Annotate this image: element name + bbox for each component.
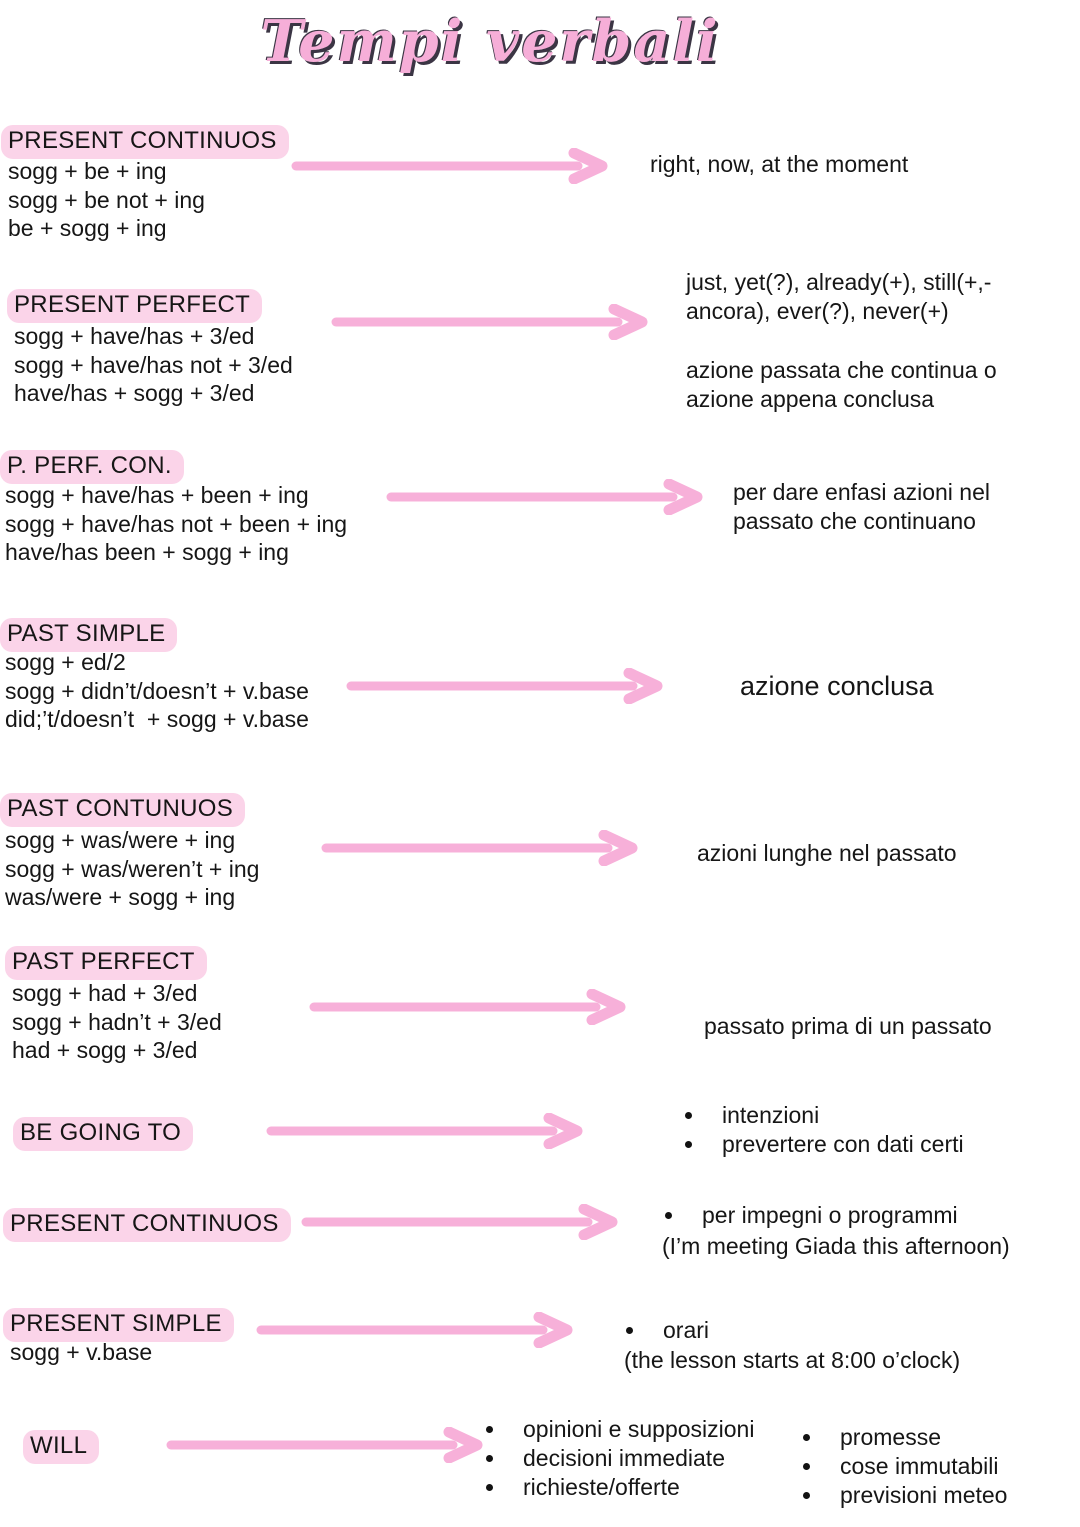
form-line: sogg + ed/2	[5, 649, 126, 675]
usage-text: per dare enfasi azioni nel passato che c…	[733, 478, 990, 536]
bullet-icon	[486, 1455, 493, 1462]
bullet-icon	[685, 1141, 692, 1148]
section-heading-will: WILL	[23, 1430, 100, 1464]
usage-line: azione appena conclusa	[686, 386, 935, 412]
form-line: sogg + have/has + been + ing	[5, 482, 309, 508]
bullet-item: opinioni e supposizioni	[486, 1416, 754, 1443]
section-heading-past-simple: PAST SIMPLE	[0, 618, 178, 652]
bullet-icon	[486, 1426, 493, 1433]
usage-text: azione passata che continua o azione app…	[686, 356, 997, 414]
form-line: be + sogg + ing	[8, 215, 167, 241]
bullet-icon	[626, 1327, 633, 1334]
form-line: sogg + was/were + ing	[5, 827, 236, 853]
section-heading-be-going-to: BE GOING TO	[13, 1117, 194, 1151]
section-heading-present-perfect: PRESENT PERFECT	[7, 289, 263, 323]
form-line: had + sogg + 3/ed	[12, 1037, 198, 1063]
bullet-icon	[803, 1434, 810, 1441]
form-line: was/were + sogg + ing	[5, 884, 236, 910]
form-line: sogg + was/weren’t + ing	[5, 855, 260, 882]
usage-line: azioni lunghe nel passato	[697, 840, 957, 866]
form-line: have/has been + sogg + ing	[5, 539, 289, 565]
bullet-text: prevertere con dati certi	[722, 1131, 964, 1157]
bullet-text: per impegni o programmi	[702, 1202, 958, 1228]
arrow-icon	[266, 1113, 583, 1149]
form-line: did;’t/doesn’t + sogg + v.base	[5, 706, 309, 732]
bullet-icon	[803, 1463, 810, 1470]
bullet-text: intenzioni	[722, 1102, 820, 1128]
bullet-icon	[685, 1112, 692, 1119]
bullet-item: promesse	[803, 1424, 941, 1451]
usage-text: azione conclusa	[740, 672, 934, 701]
bullet-item: per impegni o programmi	[665, 1202, 958, 1229]
form-lines: sogg + have/has + been + ing sogg + have…	[5, 481, 347, 567]
bullet-icon	[803, 1492, 810, 1499]
adverbs-line: just, yet(?), already(+), still(+,-	[686, 269, 992, 295]
bullet-item: orari	[626, 1317, 709, 1344]
arrow-icon	[256, 1312, 573, 1348]
arrow-icon	[321, 830, 638, 866]
arrow-icon	[346, 668, 663, 704]
form-line: have/has + sogg + 3/ed	[14, 380, 255, 406]
bullet-text: opinioni e supposizioni	[523, 1416, 755, 1442]
section-heading-present-continuos-future: PRESENT CONTINUOS	[3, 1208, 291, 1242]
section-heading-past-continuous: PAST CONTUNUOS	[0, 793, 246, 827]
section-heading-past-perfect: PAST PERFECT	[5, 946, 207, 980]
page-title: Tempi verbali	[260, 8, 720, 75]
adverbs-text: just, yet(?), already(+), still(+,- anco…	[686, 268, 991, 326]
section-heading-present-continuos: PRESENT CONTINUOS	[1, 125, 289, 159]
form-lines: sogg + be + ing sogg + be not + ing be +…	[8, 157, 205, 243]
form-line: sogg + have/has not + 3/ed	[14, 351, 293, 378]
usage-line: azione passata che continua o	[686, 357, 997, 383]
usage-text: passato prima di un passato	[704, 1012, 992, 1041]
form-lines: sogg + ed/2 sogg + didn’t/doesn’t + v.ba…	[5, 648, 309, 734]
example-text: (I’m meeting Giada this afternoon)	[662, 1233, 1010, 1259]
arrow-icon	[309, 989, 626, 1025]
form-lines: sogg + had + 3/ed sogg + hadn’t + 3/ed h…	[12, 979, 222, 1065]
bullet-text: previsioni meteo	[840, 1482, 1008, 1508]
bullet-item: prevertere con dati certi	[685, 1131, 964, 1158]
usage-text: azioni lunghe nel passato	[697, 839, 957, 868]
section-heading-past-perfect-continuous: P. PERF. CON.	[0, 450, 184, 484]
bullet-item: decisioni immediate	[486, 1445, 725, 1472]
bullet-item: richieste/offerte	[486, 1474, 680, 1501]
bullet-text: promesse	[840, 1424, 941, 1450]
adverbs-line: ancora), ever(?), never(+)	[686, 298, 949, 324]
form-line: sogg + didn’t/doesn’t + v.base	[5, 677, 309, 704]
form-lines: sogg + v.base	[10, 1338, 152, 1367]
form-line: sogg + have/has + 3/ed	[14, 323, 255, 349]
example-text: (the lesson starts at 8:00 o’clock)	[624, 1347, 961, 1373]
usage-line: per dare enfasi azioni nel	[733, 479, 990, 505]
bullet-icon	[665, 1212, 672, 1219]
bullet-text: orari	[663, 1317, 710, 1343]
bullet-icon	[486, 1484, 493, 1491]
form-line: sogg + have/has not + been + ing	[5, 510, 348, 537]
arrow-icon	[386, 479, 703, 515]
form-lines: sogg + was/were + ing sogg + was/weren’t…	[5, 826, 259, 912]
usage-line: passato che continuano	[733, 508, 976, 534]
form-line: sogg + v.base	[10, 1339, 153, 1365]
usage-line: passato prima di un passato	[704, 1013, 992, 1039]
form-line: sogg + be not + ing	[8, 186, 205, 213]
bullet-text: richieste/offerte	[523, 1474, 680, 1500]
section-heading-present-simple: PRESENT SIMPLE	[3, 1308, 234, 1342]
arrow-icon	[166, 1427, 483, 1463]
arrow-icon	[291, 148, 608, 184]
arrow-icon	[331, 304, 648, 340]
form-line: sogg + had + 3/ed	[12, 980, 198, 1006]
form-lines: sogg + have/has + 3/ed sogg + have/has n…	[14, 322, 293, 408]
bullet-item: cose immutabili	[803, 1453, 999, 1480]
form-line: sogg + hadn’t + 3/ed	[12, 1008, 222, 1035]
bullet-item: previsioni meteo	[803, 1482, 1007, 1509]
usage-line: right, now, at the moment	[650, 151, 909, 177]
bullet-item: intenzioni	[685, 1102, 819, 1129]
form-line: sogg + be + ing	[8, 158, 167, 184]
usage-text: right, now, at the moment	[650, 150, 908, 179]
usage-line: azione conclusa	[740, 671, 934, 701]
bullet-text: decisioni immediate	[523, 1445, 725, 1471]
bullet-text: cose immutabili	[840, 1453, 999, 1479]
arrow-icon	[301, 1204, 618, 1240]
